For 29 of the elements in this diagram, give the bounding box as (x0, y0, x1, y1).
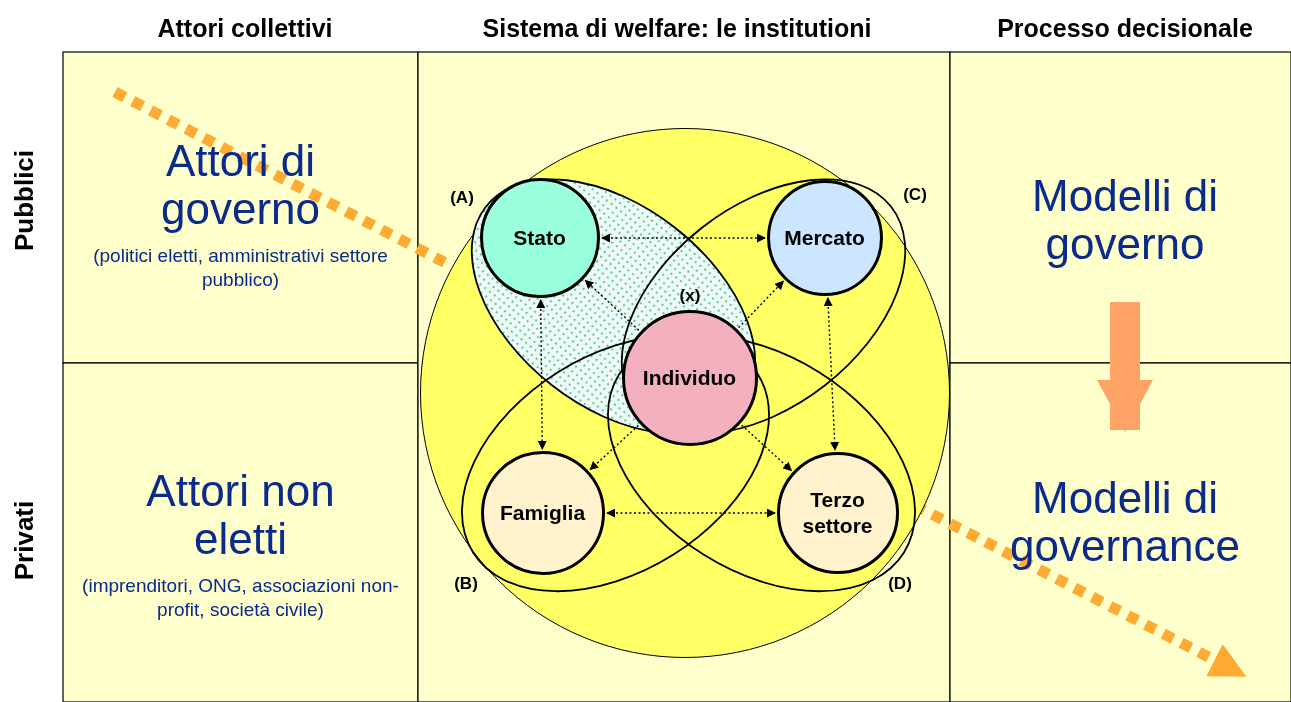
dotted-arrow (823, 297, 840, 451)
description: (politici eletti, amministrativi settore pubblico) (92, 243, 389, 293)
dotted-arrow (737, 280, 785, 329)
node-label: Stato (513, 224, 566, 251)
column-header: Sistema di welfare: le institutioni (482, 13, 872, 43)
node-label: Terzo settore (801, 487, 874, 538)
description: (imprenditori, ONG, associazioni non-profit, società civile) (81, 573, 400, 623)
ellipse-label: (C) (903, 185, 927, 205)
dotted-arrow (584, 279, 640, 331)
dotted-arrow (741, 424, 793, 472)
heading: Modelli di governo (1031, 171, 1219, 269)
dotted-arrow (606, 508, 776, 518)
heading: Modelli di governance (1009, 473, 1241, 571)
ellipse-label: (B) (454, 574, 478, 594)
ellipse-label: (D) (888, 574, 912, 594)
column-header: Processo decisionale (997, 13, 1253, 43)
heading: Attori non eletti (145, 466, 336, 564)
row-header: Privati (9, 500, 41, 580)
ellipse-label: (x) (679, 286, 701, 306)
node-label: Individuo (642, 364, 737, 391)
dotted-arrow (589, 424, 640, 471)
row-header: Pubblici (9, 149, 41, 251)
dotted-arrow (601, 233, 766, 243)
node-label: Famiglia (499, 499, 586, 526)
column-header: Attori collettivi (157, 13, 333, 43)
block-arrow (1097, 302, 1153, 432)
node-label: Mercato (784, 224, 865, 251)
ellipse-label: (A) (450, 188, 474, 208)
dotted-arrow (536, 299, 547, 450)
